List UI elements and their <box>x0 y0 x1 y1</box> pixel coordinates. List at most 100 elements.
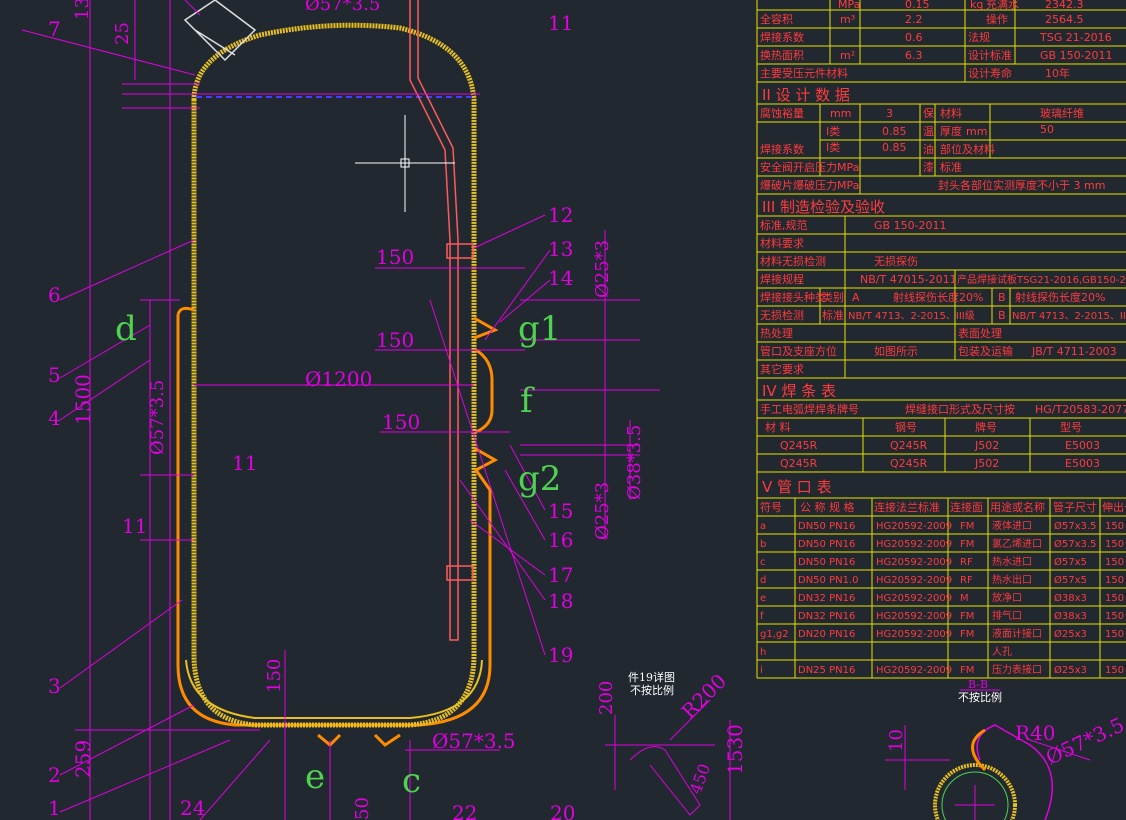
table-grid <box>756 0 1126 679</box>
s4-h-3: 型号 <box>1060 420 1082 434</box>
s2-r4-0: 安全阀开启压力MPa <box>760 160 859 174</box>
label-10: 10 <box>886 729 907 752</box>
label-1: 1 <box>48 796 61 820</box>
nozzle-row-1-col-3: FM <box>960 539 974 550</box>
detail-bb-shapes <box>933 724 1053 820</box>
label-24: 24 <box>180 796 205 820</box>
t-r1-w: 2564.5 <box>1045 13 1084 26</box>
s3-r6-0: 无损检测 <box>760 308 804 322</box>
nozzle-row-6-col-5: Ø25x3 <box>1054 628 1087 640</box>
vessel-drawing <box>176 0 499 748</box>
label-o57-left: Ø57*3.5 <box>147 380 168 455</box>
s3-r6-4: NB/T 4713、2-2015、III <box>1012 311 1126 322</box>
nozzle-row-5-col-6: 150 <box>1105 611 1124 622</box>
nozzle-row-4-col-4: 放净口 <box>992 591 1022 604</box>
nozzle-row-2-col-4: 热水进口 <box>992 555 1032 568</box>
s2-r4-4: 标准 <box>940 160 962 174</box>
label-5: 5 <box>48 363 61 387</box>
nozzle-row-4-col-0: e <box>760 593 766 604</box>
s4-r3-3: E5003 <box>1065 457 1100 470</box>
label-detail-19-note: 不按比例 <box>630 683 674 697</box>
s3-r8-0: 管口及支座方位 <box>760 344 837 358</box>
s2-r2-5: mm <box>966 125 987 138</box>
label-r200: R200 <box>677 669 732 724</box>
spec-table: MPa 0.15 kg 充满水 2342.3 全容积 m³ 2.2 操作 256… <box>756 0 1126 679</box>
s4-r1-1: 焊缝接口形式及尺寸按 <box>905 402 1015 416</box>
t-r3-val: 6.3 <box>905 49 923 62</box>
nozzle-row-5-col-3: FM <box>960 611 974 622</box>
label-15: 15 <box>548 499 573 523</box>
s3-r2-0: 材料要求 <box>760 236 804 250</box>
label-11-b: 11 <box>122 514 147 538</box>
nozzle-label-c: c <box>402 761 421 801</box>
s4-h-2: 牌号 <box>975 420 997 434</box>
t-r4-label: 主要受压元件材料 <box>760 66 848 80</box>
label-14: 14 <box>548 266 573 290</box>
t-r2-lawv: TSG 21-2016 <box>1039 31 1112 44</box>
nozzle-row-6-col-2: HG20592-2009 <box>876 629 952 640</box>
nozzle-g1-outline <box>473 316 499 340</box>
nozzle-row-2-col-6: 150 <box>1105 557 1124 568</box>
nozzle-row-2-col-1: DN50 PN16 <box>798 557 855 568</box>
label-o25-a: Ø25*3 <box>592 240 613 298</box>
nozzle-row-1-col-0: b <box>760 539 766 550</box>
s5-h-0: 符号 <box>760 501 782 514</box>
nozzle-row-3-col-3: RF <box>960 575 973 586</box>
s4-r3-2: J502 <box>974 457 999 470</box>
nozzle-row-1-col-2: HG20592-2009 <box>876 539 952 550</box>
s3-r5-0: 焊接接头种类 <box>760 290 826 304</box>
nozzle-row-1-col-6: 150 <box>1105 539 1124 550</box>
nozzle-row-1-col-5: Ø57x3.5 <box>1054 538 1096 550</box>
nozzle-d-outline <box>176 306 195 316</box>
nozzle-row-3-col-2: HG20592-2009 <box>876 575 952 586</box>
t-r0-label: 充满水 <box>986 0 1019 11</box>
nozzle-row-3-col-1: DN50 PN1.0 <box>798 575 859 586</box>
t-r1-op: 操作 <box>986 12 1008 26</box>
s5-h-2: 连接法兰标准 <box>874 500 940 514</box>
nozzle-row-8-col-5: Ø25x3 <box>1054 664 1087 676</box>
label-diameter: Ø1200 <box>305 367 372 391</box>
s3-r7-2: 表面处理 <box>958 326 1002 340</box>
sec5-title: V 管 口 表 <box>762 478 832 496</box>
s3-r6-1: 标准 <box>822 308 844 322</box>
t-r2-label: 焊接系数 <box>760 30 804 44</box>
nozzle-row-4-col-6: 150 <box>1105 593 1124 604</box>
s2-r2-6: 50 <box>1040 123 1054 136</box>
label-150-b: 150 <box>376 328 414 352</box>
nozzle-row-8-col-4: 压力表接口 <box>992 663 1042 676</box>
nozzle-row-1-col-1: DN50 PN16 <box>798 539 855 550</box>
s3-r8-2: 包装及运输 <box>958 344 1013 358</box>
s3-r5-5: 射线探伤长度20% <box>1015 290 1105 304</box>
nozzle-row-4-col-5: Ø38x3 <box>1054 592 1087 604</box>
nozzle-row-2-col-0: c <box>760 557 766 568</box>
nozzle-row-5-col-0: f <box>760 611 764 622</box>
s5-h-3: 连接面 <box>950 501 983 514</box>
nozzle-f-outline <box>475 348 494 434</box>
s2-r1-5: 玻璃纤维 <box>1040 106 1084 120</box>
s3-r5-2: A <box>852 291 860 304</box>
s5-h-5: 管子尺寸 <box>1053 500 1097 514</box>
crosshair-cursor <box>355 115 455 212</box>
label-detail-19: 件19详图 <box>628 670 675 684</box>
nozzle-row-2-col-2: HG20592-2009 <box>876 557 952 568</box>
label-25: 25 <box>112 22 133 45</box>
label-2: 2 <box>48 763 61 787</box>
sec4-title: IV 焊 条 表 <box>762 382 836 400</box>
label-o38: Ø38*3.5 <box>624 425 645 500</box>
label-259: 259 <box>71 740 95 778</box>
internal-pipe <box>409 0 459 641</box>
nozzle-row-3-col-0: d <box>760 575 766 586</box>
s2-r3-4: 部位及材料 <box>940 142 995 156</box>
s2-r1-3: 保 <box>923 106 934 120</box>
s3-r6-3: B <box>998 309 1006 322</box>
s2-r1-4: 材料 <box>940 106 962 120</box>
nozzle-row-8-col-2: HG20592-2009 <box>876 665 952 676</box>
bottom-nozzle-e <box>317 733 342 748</box>
s4-r2-0: Q245R <box>780 439 818 452</box>
s2-r4-3: 漆 <box>923 161 934 174</box>
s2-r2-4: 厚度 <box>940 124 962 138</box>
label-top-nozzle: Ø57*3.5 <box>305 0 380 15</box>
vessel-shell <box>191 22 477 728</box>
nozzle-row-2-col-5: Ø57x5 <box>1054 556 1087 568</box>
